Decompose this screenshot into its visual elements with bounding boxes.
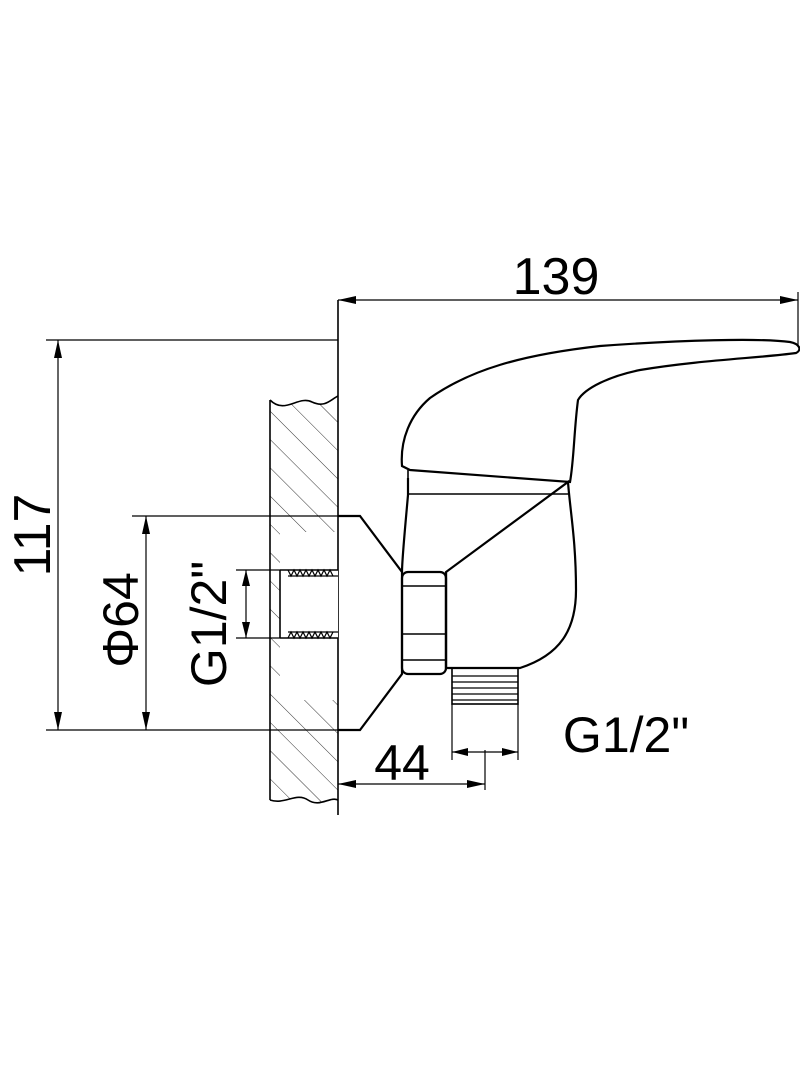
wall-section <box>269 300 339 815</box>
outlet-thread <box>451 667 519 705</box>
dimension-overall-height: 117 <box>4 339 338 731</box>
faucet-body <box>338 338 800 732</box>
dimension-flange-diameter: Φ64 <box>93 515 338 730</box>
lever-handle <box>400 338 800 484</box>
dimension-outlet-offset: 44 <box>338 735 486 791</box>
dimension-label-117: 117 <box>4 494 62 577</box>
wall-bottom-break <box>269 796 339 804</box>
wall-top-break <box>269 395 339 407</box>
dimension-wall-inlet-thread: G1/2" <box>181 561 280 687</box>
dimension-label-phi64: Φ64 <box>93 572 149 668</box>
wall-flange <box>338 514 404 732</box>
hex-nut <box>400 570 448 676</box>
dimension-label-44: 44 <box>374 735 430 791</box>
dimension-outlet-thread: G1/2" <box>451 704 689 763</box>
dimension-label-outlet-thread: G1/2" <box>563 707 689 763</box>
dimension-label-inlet-thread: G1/2" <box>181 561 237 687</box>
dimension-overall-width: 139 <box>338 248 799 345</box>
dimension-label-139: 139 <box>513 248 600 306</box>
wall-inlet-thread <box>279 568 338 640</box>
mixer-body <box>400 478 578 670</box>
